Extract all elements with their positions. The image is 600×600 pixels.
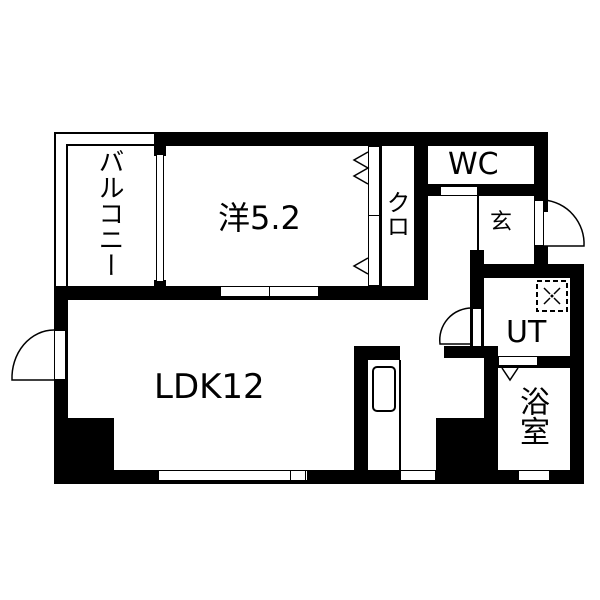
wall (54, 470, 584, 484)
room-label-balcony: バルコニー (94, 148, 124, 278)
closet-door-divider (368, 215, 380, 216)
entrance-divider (477, 196, 479, 250)
refrigerator-icon (372, 366, 396, 412)
washer-space-icon (536, 280, 568, 312)
room-label-wc: WC (448, 147, 499, 182)
wall (354, 346, 368, 470)
bath-door (498, 356, 538, 366)
wall (414, 132, 428, 300)
window (400, 470, 436, 481)
wall (154, 132, 166, 156)
entrance-door-swing-icon (543, 199, 585, 247)
wall (470, 264, 584, 278)
wc-door (440, 186, 478, 196)
window (269, 286, 319, 297)
ut-door (472, 308, 482, 348)
bath-window (518, 470, 550, 481)
closet-door-marks-icon (352, 151, 370, 275)
room-label-ldk: LDK12 (154, 367, 265, 407)
ut-door-swing-icon (439, 307, 473, 345)
bath-door-marker-icon (501, 367, 519, 382)
window (220, 286, 270, 297)
wall (570, 264, 584, 484)
ldk-door (54, 330, 66, 380)
balcony-window (156, 154, 164, 282)
balcony-inner (66, 144, 160, 294)
room-label-bath: 浴室 (514, 386, 549, 446)
ldk-window (158, 470, 308, 481)
room-label-closet: クロ (382, 190, 410, 238)
closet-door (368, 146, 380, 286)
ldk-door-swing-icon (11, 329, 55, 381)
window (290, 470, 306, 481)
room-label-entrance: 玄 (490, 210, 513, 235)
wall (399, 360, 401, 470)
room-label-utility: UT (506, 315, 547, 350)
wall (444, 346, 498, 358)
room-label-western: 洋5.2 (218, 199, 301, 237)
entrance-door (534, 200, 544, 246)
wall (154, 132, 548, 146)
closet-divider (380, 146, 382, 286)
